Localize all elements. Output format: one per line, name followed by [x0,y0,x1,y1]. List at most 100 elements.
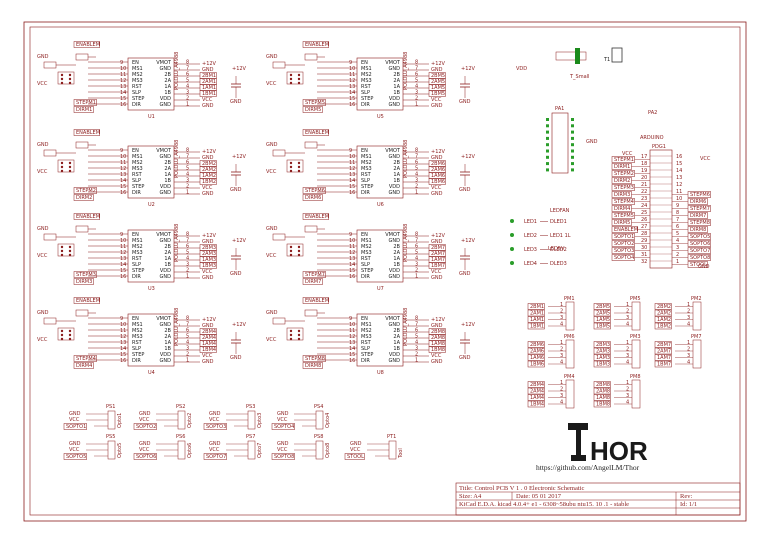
left-pin-number: 31 [641,252,647,258]
opto-part: Opto7 [257,443,263,458]
power-net-label: GND [431,103,443,109]
motor-net-label-box [428,178,446,185]
pin-number: 2 [415,268,418,274]
driver-pin-label: GND [160,66,172,72]
power-net-label: +12V [202,149,217,155]
driver-pin-label: 2B [393,160,400,166]
vcc-label: VCC [266,169,277,175]
pin-number: 15 [349,268,355,274]
opto-gnd-label: GND [139,411,151,417]
driver-pin-label: STEP [361,352,373,358]
resistor [43,317,57,325]
motor-connector-pin: 1 [687,302,690,308]
pin-number: 4 [186,172,189,178]
vcc-label: VCC [37,337,48,343]
opto-net-label-box [271,423,295,430]
pin-number: 10 [120,238,126,244]
opto-gnd-label: GND [209,441,221,447]
driver-pin-label: MS2 [132,160,143,166]
opto-ref: PS4 [314,404,323,410]
enable-net-label: ENABLEM [76,298,100,304]
driver-pin-label: SLP [132,346,141,352]
gnd-label: GND [266,226,278,232]
cap-gnd-label: GND [459,271,471,277]
opto-net-label: SOPTO5 [66,454,86,460]
motor-connector-net: 1AM2 [657,317,671,323]
motor-net-label: 1AM4 [202,341,216,347]
motor-net-label-box [199,346,217,353]
pin-number: 2 [186,184,189,190]
driver-pin-label: MS3 [132,166,143,172]
motor-connector-net-box [593,394,611,401]
driver-pin-label: VMOT [156,232,172,238]
pin-dot [297,245,301,249]
cap-voltage-label: +12V [232,238,247,244]
driver-pin-label: SLP [361,346,370,352]
pa1-box [551,112,569,174]
pa1-pin-left [546,155,549,159]
motor-connector-pin: 4 [560,322,563,328]
motor-connector-pin: 4 [626,322,629,328]
pin-number: 3 [186,346,189,352]
pin-number: 11 [349,72,355,78]
fan-transistor-icon [575,48,580,64]
led-ref: LED3 [524,247,537,253]
led-ref: LED4 [524,261,537,267]
driver-pin-label: MS2 [361,160,372,166]
gnd-label: GND [266,310,278,316]
driver-pin-label: GND [389,238,401,244]
driver-pin-label: EN [132,60,139,66]
driver-pin-label: 2B [393,328,400,334]
jumper-header [286,327,304,341]
pin-dot [60,253,64,257]
driver-pin-label: MS2 [132,244,143,250]
pin-number: 5 [186,166,189,172]
pa1-pin-right [571,130,574,134]
title-block-date: Date: 05 01 2017 [516,493,562,500]
dir-net-label-box [73,106,94,113]
driver-pin-label: VMOT [156,148,172,154]
dir-net-label-box [302,278,323,285]
driver-pin-label: 2B [164,160,171,166]
opto-net-label-box [203,453,227,460]
resistor [304,141,318,149]
motor-net-label: 1AM5 [431,85,445,91]
pin-number: 9 [120,316,123,322]
pin-number: 11 [120,328,126,334]
logo-text: HOR [590,436,648,466]
driver-ref: U2 [148,202,155,208]
driver-u5: ENABLEMGNDVCCENMS1MS2MS3RSTSLPSTEPDIRVMO… [266,41,476,120]
pin-number: 14 [120,178,126,184]
pin-dot [68,253,72,257]
cap-gnd-label: GND [230,271,242,277]
pin-number: 14 [349,262,355,268]
power-net-label: GND [202,239,214,245]
motor-connector-net-box [527,309,545,317]
led-icon [510,261,514,265]
motor-connector-net: 1BM5 [596,324,610,330]
pin-number: 7 [415,66,418,72]
resistor [304,53,318,61]
pin-number: 13 [120,84,126,90]
resistor [43,149,57,157]
pin-number: 9 [349,316,352,322]
motor-net-label: 2BM8 [431,329,445,335]
pin-number: 16 [349,102,355,108]
opto-net-label-box [63,423,87,430]
driver-pin-label: RST [361,84,372,90]
enable-net-label: ENABLEM [76,42,100,48]
driver-pin-label: MS3 [361,78,372,84]
motor-connector-net: 1BM8 [596,402,610,408]
pin-number: 16 [120,358,126,364]
pin-number: 12 [120,334,126,340]
opto-vcc-label: VCC [350,447,361,453]
resistor [272,233,286,241]
right-pin-number: 3 [676,245,679,251]
fan-vdd-label: VDD [516,66,527,72]
pa1-pin-left [546,124,549,128]
power-net-label: GND [202,191,214,197]
driver-pin-label: VDD [389,96,400,102]
